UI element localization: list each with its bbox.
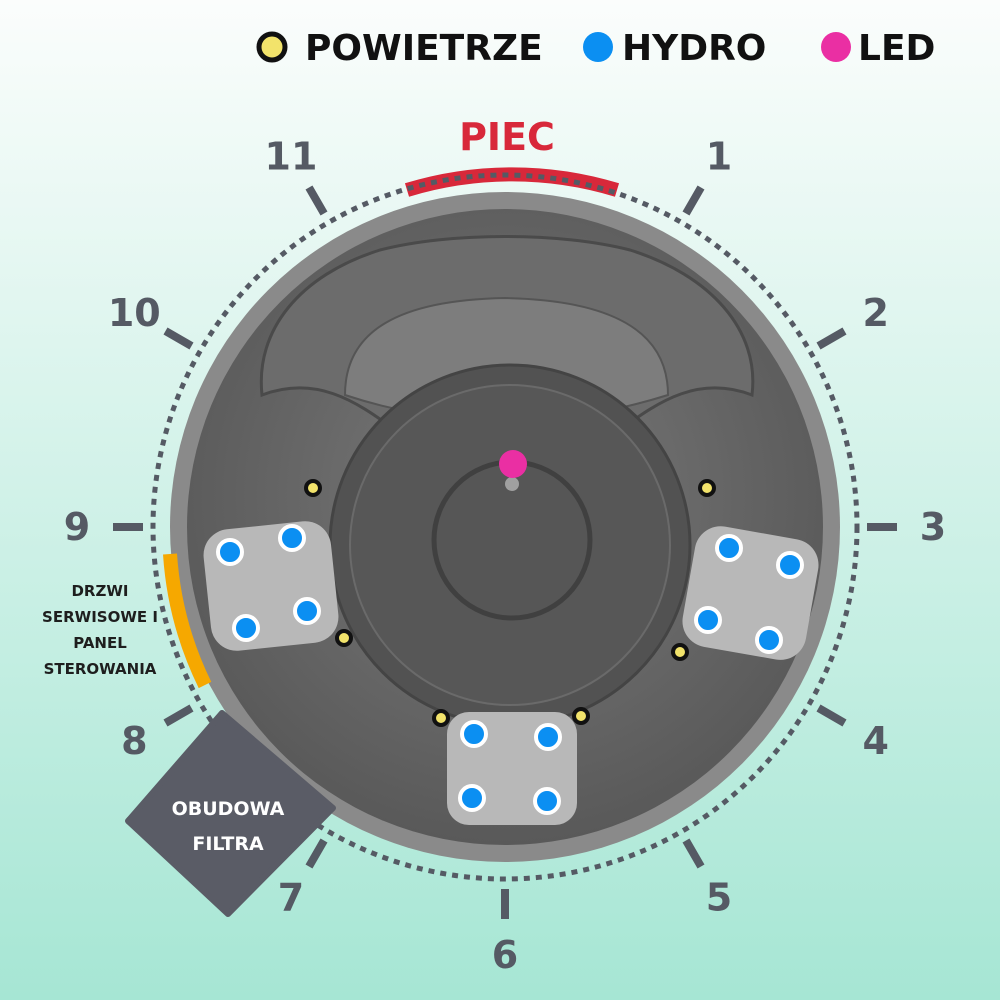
air-jet-1	[304, 479, 322, 497]
hydro-jet-1	[216, 538, 244, 566]
hydro-jet-2	[278, 524, 306, 552]
drain	[505, 477, 519, 491]
service-door-arc	[163, 553, 212, 689]
heater-label: PIEC	[459, 115, 555, 159]
clock-number-11: 11	[265, 134, 318, 178]
hydro-jet-4	[232, 614, 260, 642]
seat-panel-left	[203, 521, 339, 651]
air-jet-5	[432, 709, 450, 727]
jets	[216, 450, 804, 815]
clock-number-7: 7	[278, 876, 304, 920]
clock-tick-4	[816, 704, 847, 727]
seat-panel-right	[682, 526, 819, 660]
hydro-jet-9	[460, 720, 488, 748]
filter-housing-line-2: FILTRA	[192, 833, 264, 855]
hydro-jet-10	[534, 723, 562, 751]
hydro-jet-5	[715, 534, 743, 562]
clock-number-2: 2	[862, 291, 888, 335]
clock-number-5: 5	[706, 876, 732, 920]
legend-air-dot	[256, 31, 288, 63]
clock-number-3: 3	[920, 505, 946, 549]
service-door-line-1: DRZWI	[71, 582, 128, 600]
filter-housing-line-1: OBUDOWA	[172, 798, 285, 820]
clock-tick-8	[163, 704, 194, 727]
legend-hydro-dot	[583, 32, 613, 62]
hydro-jet-11	[458, 784, 486, 812]
outer-dotted-ring	[150, 172, 860, 882]
filter-housing	[125, 710, 336, 917]
air-jet-2	[698, 479, 716, 497]
clock-number-8: 8	[121, 719, 147, 763]
clock-number-4: 4	[862, 719, 888, 763]
clock-number-1: 1	[706, 134, 732, 178]
clock-number-6: 6	[492, 933, 518, 977]
clock-tick-1	[682, 185, 705, 216]
service-door-label: DRZWI SERWISOWE I PANEL STEROWANIA	[42, 582, 158, 678]
legend-hydro-label: HYDRO	[622, 28, 766, 69]
legend-led-dot	[821, 32, 851, 62]
hydro-jet-8	[694, 606, 722, 634]
hydro-jet-7	[755, 626, 783, 654]
clock-positions: 1 2 3 4 5 6 7 8 9 10 11	[64, 134, 946, 977]
clock-tick-5	[682, 838, 705, 869]
service-door-line-2: SERWISOWE I	[42, 608, 158, 626]
clock-tick-11	[305, 185, 328, 216]
air-jet-6	[572, 707, 590, 725]
clock-tick-2	[816, 327, 847, 350]
legend: POWIETRZE HYDRO LED	[256, 28, 935, 69]
legend-led-label: LED	[858, 28, 935, 69]
hydro-jet-3	[293, 597, 321, 625]
air-jet-4	[671, 643, 689, 661]
clock-number-10: 10	[108, 291, 161, 335]
led-light	[499, 450, 527, 478]
legend-air-label: POWIETRZE	[305, 28, 543, 69]
air-jet-3	[335, 629, 353, 647]
hydro-jet-6	[776, 551, 804, 579]
hydro-jet-12	[533, 787, 561, 815]
service-door-line-3: PANEL	[73, 634, 127, 652]
service-door-line-4: STEROWANIA	[44, 660, 157, 678]
clock-tick-10	[163, 327, 194, 350]
clock-tick-7	[305, 838, 328, 869]
clock-number-9: 9	[64, 505, 90, 549]
